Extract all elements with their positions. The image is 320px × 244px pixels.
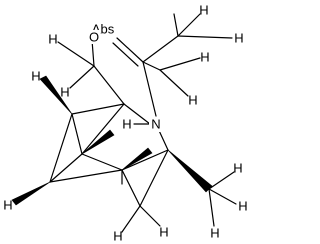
h-label-nh: H [122, 117, 131, 132]
bond-cage-d-e [121, 169, 141, 207]
nitrogen-label: N [151, 117, 160, 132]
h-label-top-right-2: H [234, 31, 243, 46]
h-label-top-right-3: H [200, 50, 209, 65]
bond-left-methyl-h-1 [57, 41, 95, 67]
bond-cage-a-b [71, 113, 83, 155]
bond-left-methyl-h-3 [91, 39, 95, 67]
oxygen-label: O [89, 30, 99, 45]
bond-ch2-h-1 [121, 205, 141, 233]
bond-cage-b-c [49, 153, 83, 183]
h-label-left-methyl-2: H [60, 85, 69, 100]
h-label-ch2-1: H [113, 229, 122, 244]
bond-cage-q-left-methyl [93, 65, 125, 105]
bond-carbonyl-1 [116, 37, 144, 63]
h-label-right-methyl-2: H [238, 199, 247, 214]
h-label-right-methyl-3: H [210, 226, 219, 241]
bond-ch2-h-2 [139, 205, 161, 227]
h-label-cage-lower-left: H [3, 198, 12, 213]
wedge-h-middle [81, 129, 115, 155]
bond-methyl-h-1 [177, 13, 201, 37]
bond-right-methyl-h-1 [208, 171, 235, 190]
bond-right-methyl-h-3 [208, 188, 215, 227]
bond-acyl-methyl [142, 35, 179, 63]
bond-cage-q-b [81, 103, 125, 155]
wedge-methyl-right [167, 149, 213, 193]
bond-cage-r-d [121, 149, 169, 171]
h-label-ch2-2: H [159, 225, 168, 240]
wedge-h-cage-d [121, 147, 153, 171]
bond-left-methyl-h-2 [69, 65, 95, 89]
bond-upper-h-right-2 [159, 69, 189, 97]
bond-cage-q-n [123, 103, 151, 125]
bond-carbonyl-n [142, 61, 157, 117]
atom-label-nitrogen: N [149, 117, 163, 132]
bond-methyl-h-3 [173, 13, 179, 37]
h-label-left-methyl-1: H [48, 32, 57, 47]
h-label-top-right-1: H [199, 3, 208, 18]
bond-cage-r-e [139, 149, 169, 207]
wedge-h-upper-left [39, 75, 73, 115]
bond-cage-a-c [49, 113, 73, 183]
h-label-upper-right: H [188, 93, 197, 108]
bond-methyl-h-2 [177, 35, 233, 39]
atom-label-oxygen: O [88, 30, 100, 45]
bond-upper-h-right [159, 57, 201, 71]
bond-cage-c-d [49, 169, 123, 183]
bond-cage-q-a [71, 103, 125, 115]
wedge-h-lower-left [11, 181, 51, 206]
bond-upper-link [142, 61, 161, 71]
h-label-cage-upper-left: H [31, 69, 40, 84]
h-label-right-methyl-1: H [233, 161, 242, 176]
bond-cage-b-d [81, 153, 123, 171]
molecule-structure-diagram: Abs O N H H H H H H H H H H H H H H [3, 3, 247, 244]
bond-right-methyl-h-2 [208, 188, 237, 205]
bond-carbonyl-2 [112, 42, 139, 67]
